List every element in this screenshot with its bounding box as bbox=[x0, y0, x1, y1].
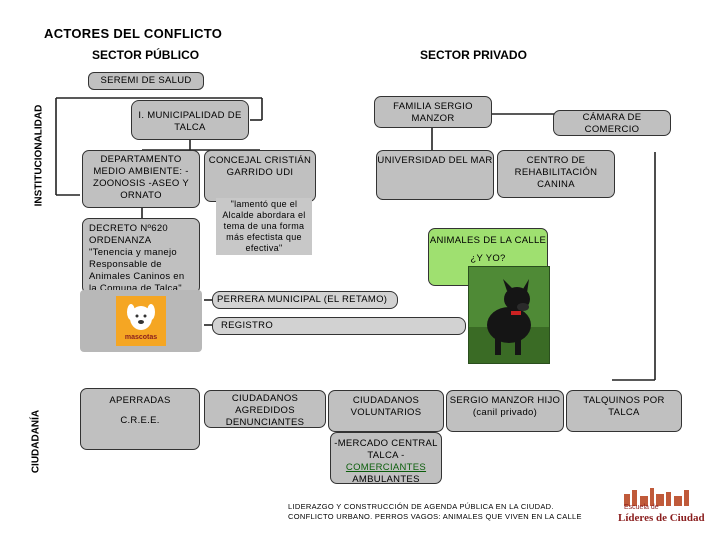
node-municipalidad-label: I. MUNICIPALIDAD DE TALCA bbox=[138, 110, 242, 133]
mascotas-logo-text: mascotas bbox=[124, 334, 158, 341]
node-concejal-label: CONCEJAL CRISTIÁN GARRIDO UDI bbox=[208, 155, 312, 178]
node-seremi-label: SEREMI DE SALUD bbox=[100, 75, 192, 86]
node-animales-label: ANIMALES DE LA CALLE bbox=[429, 235, 547, 246]
node-sergio-hijo: SERGIO MANZOR HIJO (canil privado) bbox=[446, 390, 564, 432]
node-concejal: CONCEJAL CRISTIÁN GARRIDO UDI bbox=[204, 150, 316, 202]
node-centro: CENTRO DE REHABILITACIÓN CANINA bbox=[497, 150, 615, 198]
footer-logo: Escuela de Líderes de Ciudad bbox=[610, 486, 706, 530]
node-universidad: UNIVERSIDAD DEL MAR bbox=[376, 150, 494, 200]
dog-logo-icon bbox=[127, 304, 155, 330]
node-mercado-line1: -MERCADO CENTRAL TALCA - bbox=[334, 438, 438, 461]
node-talquinos-label: TALQUINOS POR TALCA bbox=[583, 395, 665, 418]
header-private: SECTOR PRIVADO bbox=[420, 48, 527, 62]
node-municipalidad: I. MUNICIPALIDAD DE TALCA bbox=[131, 100, 249, 140]
node-cree-label: C.R.E.E. bbox=[120, 415, 160, 426]
node-talquinos: TALQUINOS POR TALCA bbox=[566, 390, 682, 432]
node-sergio-hijo-label: SERGIO MANZOR HIJO (canil privado) bbox=[449, 395, 561, 418]
node-mercado-line2: COMERCIANTES bbox=[345, 462, 427, 473]
node-registro-label: REGISTRO bbox=[221, 320, 274, 331]
node-universidad-label: UNIVERSIDAD DEL MAR bbox=[377, 155, 493, 166]
label-citizenship: CIUDADANÍA bbox=[30, 409, 42, 474]
node-camara: CÁMARA DE COMERCIO bbox=[553, 110, 671, 136]
node-departamento: DEPARTAMENTO MEDIO AMBIENTE: -ZOONOSIS -… bbox=[82, 150, 200, 208]
node-centro-label: CENTRO DE REHABILITACIÓN CANINA bbox=[514, 155, 598, 190]
dog-photo bbox=[468, 266, 550, 364]
node-decreto: DECRETO Nº620 ORDENANZA "Tenencia y mane… bbox=[82, 218, 200, 294]
node-familia-label: FAMILIA SERGIO MANZOR bbox=[393, 101, 473, 124]
node-ciudadanos-voluntarios-label: CIUDADANOS VOLUNTARIOS bbox=[350, 395, 422, 418]
node-mercado: -MERCADO CENTRAL TALCA - COMERCIANTES AM… bbox=[330, 432, 442, 484]
node-perrera: PERRERA MUNICIPAL (EL RETAMO) bbox=[212, 291, 398, 309]
footer-line1: LIDERAZGO Y CONSTRUCCIÓN DE AGENDA PÚBLI… bbox=[288, 502, 554, 511]
footer-logo-bottom: Líderes de Ciudad bbox=[618, 512, 705, 524]
node-registro: REGISTRO bbox=[212, 317, 466, 335]
node-ciudadanos-voluntarios: CIUDADANOS VOLUNTARIOS bbox=[328, 390, 444, 432]
header-public: SECTOR PÚBLICO bbox=[92, 48, 200, 62]
mascotas-logo: mascotas bbox=[116, 296, 166, 346]
footer-text: LIDERAZGO Y CONSTRUCCIÓN DE AGENDA PÚBLI… bbox=[288, 502, 582, 522]
node-aperradas-label: APERRADAS bbox=[109, 395, 171, 406]
node-ciudadanos-agredidos-label: CIUDADANOS AGREDIDOS DENUNCIANTES bbox=[225, 393, 305, 428]
node-seremi: SEREMI DE SALUD bbox=[88, 72, 204, 90]
node-concejal-quote: "lamentó que el Alcalde abordara el tema… bbox=[216, 198, 312, 255]
footer-line2: CONFLICTO URBANO. PERROS VAGOS: ANIMALES… bbox=[288, 512, 582, 521]
city-skyline-icon bbox=[624, 488, 689, 506]
registro-logo-panel: mascotas bbox=[80, 290, 202, 352]
node-camara-label: CÁMARA DE COMERCIO bbox=[582, 112, 642, 135]
node-ciudadanos-agredidos: CIUDADANOS AGREDIDOS DENUNCIANTES bbox=[204, 390, 326, 428]
page-title: ACTORES DEL CONFLICTO bbox=[44, 26, 223, 41]
label-institutionality: INSTITUCIONALIDAD bbox=[33, 104, 45, 207]
node-departamento-label: DEPARTAMENTO MEDIO AMBIENTE: -ZOONOSIS -… bbox=[93, 154, 189, 201]
dog-icon bbox=[469, 267, 549, 363]
node-familia: FAMILIA SERGIO MANZOR bbox=[374, 96, 492, 128]
node-decreto-label: DECRETO Nº620 ORDENANZA "Tenencia y mane… bbox=[89, 223, 185, 294]
node-perrera-label: PERRERA MUNICIPAL (EL RETAMO) bbox=[217, 294, 388, 305]
node-aperradas: APERRADAS C.R.E.E. bbox=[80, 388, 200, 450]
node-mercado-line3: AMBULANTES bbox=[352, 474, 420, 484]
node-animales-question: ¿Y YO? bbox=[470, 253, 506, 264]
footer-logo-top: Escuela de bbox=[624, 504, 659, 511]
